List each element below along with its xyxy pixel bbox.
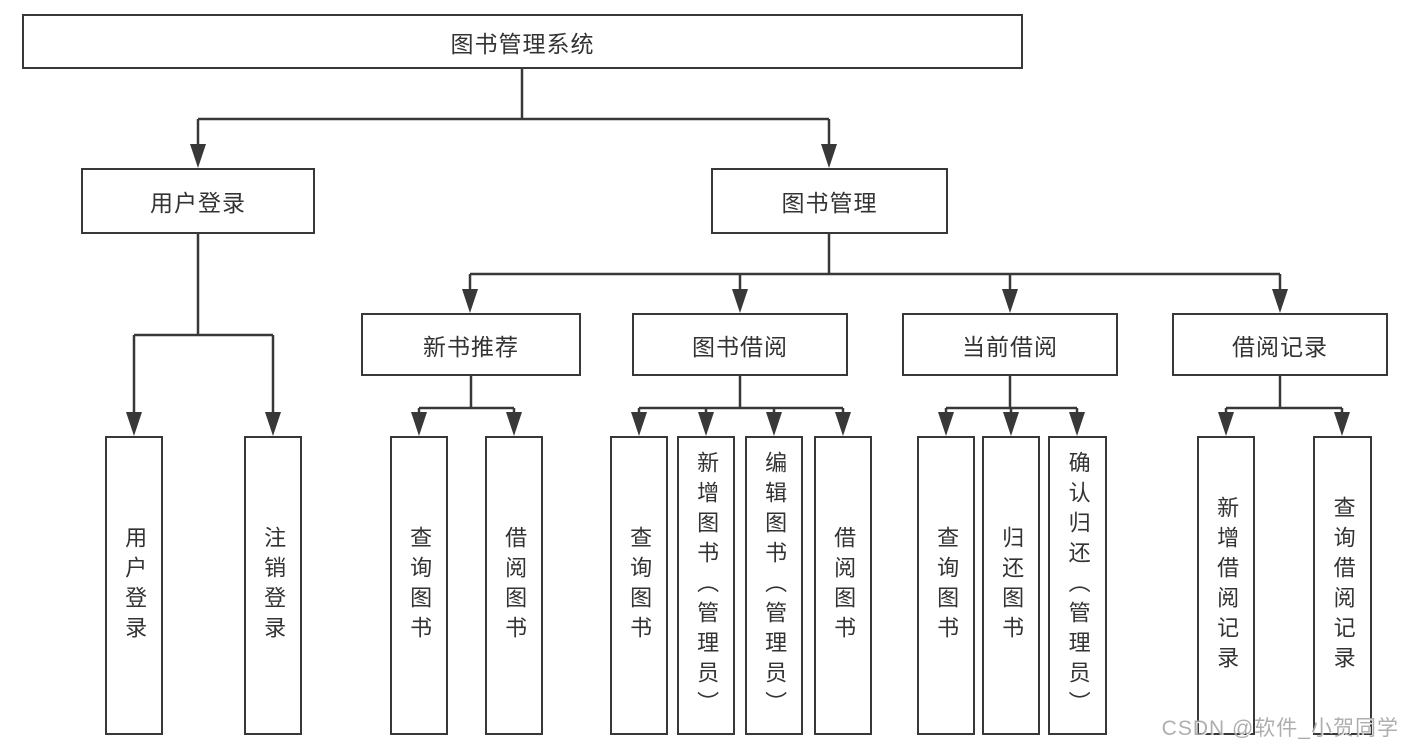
node-borrow-records: 借阅记录 xyxy=(1172,313,1388,376)
node-label: 查询图书 xyxy=(934,525,960,646)
arrowhead-icon xyxy=(1003,412,1019,436)
leaf-query-books-borrow: 查询图书 xyxy=(610,436,668,735)
arrowhead-icon xyxy=(411,412,427,436)
leaf-logout: 注销登录 xyxy=(244,436,302,735)
node-label: 归还图书 xyxy=(999,525,1025,646)
leaf-borrow-books-recommend: 借阅图书 xyxy=(485,436,543,735)
node-label: 新书推荐 xyxy=(423,333,519,360)
leaf-user-login: 用户登录 xyxy=(105,436,163,735)
arrowhead-icon xyxy=(190,144,206,168)
node-label: 新增图书（管理员） xyxy=(694,450,720,721)
node-label: 注销登录 xyxy=(261,525,287,646)
node-label: 用户登录 xyxy=(150,190,246,216)
node-label: 图书管理系统 xyxy=(450,30,595,57)
node-label: 图书借阅 xyxy=(692,333,788,360)
node-label: 查询图书 xyxy=(627,525,653,646)
arrowhead-icon xyxy=(698,412,714,436)
arrowhead-icon xyxy=(1272,289,1288,313)
node-new-book-recommend: 新书推荐 xyxy=(361,313,581,376)
arrowhead-icon xyxy=(1002,289,1018,313)
node-label: 借阅图书 xyxy=(502,525,528,646)
node-user-login: 用户登录 xyxy=(81,168,315,234)
node-current-borrow: 当前借阅 xyxy=(902,313,1118,376)
arrowhead-icon xyxy=(126,412,142,436)
node-book-management: 图书管理 xyxy=(711,168,948,234)
leaf-query-books-recommend: 查询图书 xyxy=(390,436,448,735)
arrowhead-icon xyxy=(766,412,782,436)
arrowhead-icon xyxy=(506,412,522,436)
csdn-watermark: CSDN @软件_小贺同学 xyxy=(1161,717,1399,740)
arrowhead-icon xyxy=(265,412,281,436)
arrowhead-icon xyxy=(1218,412,1234,436)
arrowhead-icon xyxy=(938,412,954,436)
node-label: 用户登录 xyxy=(122,525,148,646)
leaf-add-book-admin: 新增图书（管理员） xyxy=(677,436,735,735)
node-label: 图书管理 xyxy=(781,190,878,216)
node-label: 借阅图书 xyxy=(831,525,857,646)
arrowhead-icon xyxy=(835,412,851,436)
node-label: 借阅记录 xyxy=(1232,333,1328,360)
leaf-return-book: 归还图书 xyxy=(982,436,1040,735)
arrowhead-icon xyxy=(821,144,837,168)
arrowhead-icon xyxy=(1069,412,1085,436)
node-root: 图书管理系统 xyxy=(22,14,1023,69)
arrowhead-icon xyxy=(462,289,478,313)
node-label: 当前借阅 xyxy=(962,333,1058,360)
leaf-confirm-return-admin: 确认归还（管理员） xyxy=(1048,436,1107,735)
leaf-query-borrow-record: 查询借阅记录 xyxy=(1313,436,1372,735)
node-label: 编辑图书（管理员） xyxy=(762,450,788,721)
node-book-borrow: 图书借阅 xyxy=(632,313,848,376)
node-label: 新增借阅记录 xyxy=(1214,495,1240,676)
node-label: 查询借阅记录 xyxy=(1330,495,1356,676)
arrowhead-icon xyxy=(732,289,748,313)
arrowhead-icon xyxy=(1334,412,1350,436)
arrowhead-icon xyxy=(631,412,647,436)
leaf-add-borrow-record: 新增借阅记录 xyxy=(1197,436,1255,735)
leaf-edit-book-admin: 编辑图书（管理员） xyxy=(745,436,803,735)
node-label: 确认归还（管理员） xyxy=(1065,450,1091,721)
leaf-borrow-books-borrow: 借阅图书 xyxy=(814,436,872,735)
node-label: 查询图书 xyxy=(407,525,433,646)
leaf-query-books-current: 查询图书 xyxy=(917,436,975,735)
